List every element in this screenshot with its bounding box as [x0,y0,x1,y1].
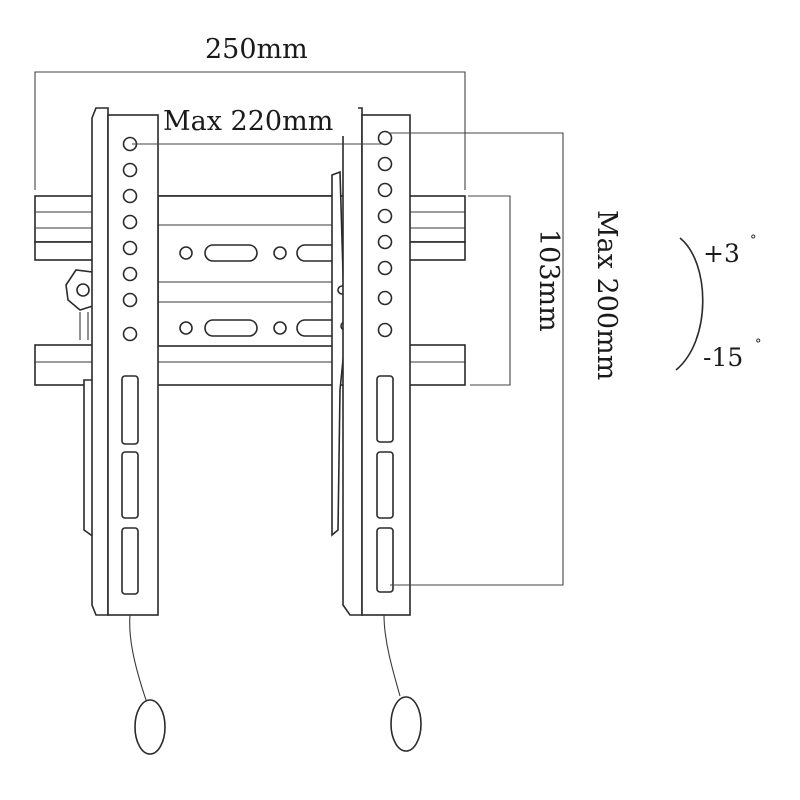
label-103mm: 103mm [533,229,564,332]
plate-slot [204,244,258,262]
right-arm-face [361,114,411,616]
label-250mm: 250mm [205,34,308,65]
label-max-220mm: Max 220mm [163,106,333,137]
left-arm-face [107,114,159,616]
pull-cord-ring-icon [134,699,166,755]
dim-200-line [388,132,564,586]
plate-hole [273,321,287,335]
right-arm [331,107,422,752]
label-max-200mm: Max 200mm [591,210,622,380]
dimension-lines [34,71,564,586]
plate-hole [273,246,287,260]
label-tilt-up: +3 [703,239,740,268]
degree-mark-down: ° [755,337,762,352]
plate-hole [179,321,193,335]
left-arm [65,107,166,755]
center-plate [157,195,349,347]
degree-mark-up: ° [750,233,757,248]
dim-250-line [34,71,466,190]
label-tilt-down: -15 [703,343,743,372]
dim-103-line [468,195,511,386]
plate-slot [204,319,258,337]
plate-hole [179,246,193,260]
tilt-arc-icon [675,237,704,371]
pull-cord-ring-icon [390,696,422,752]
